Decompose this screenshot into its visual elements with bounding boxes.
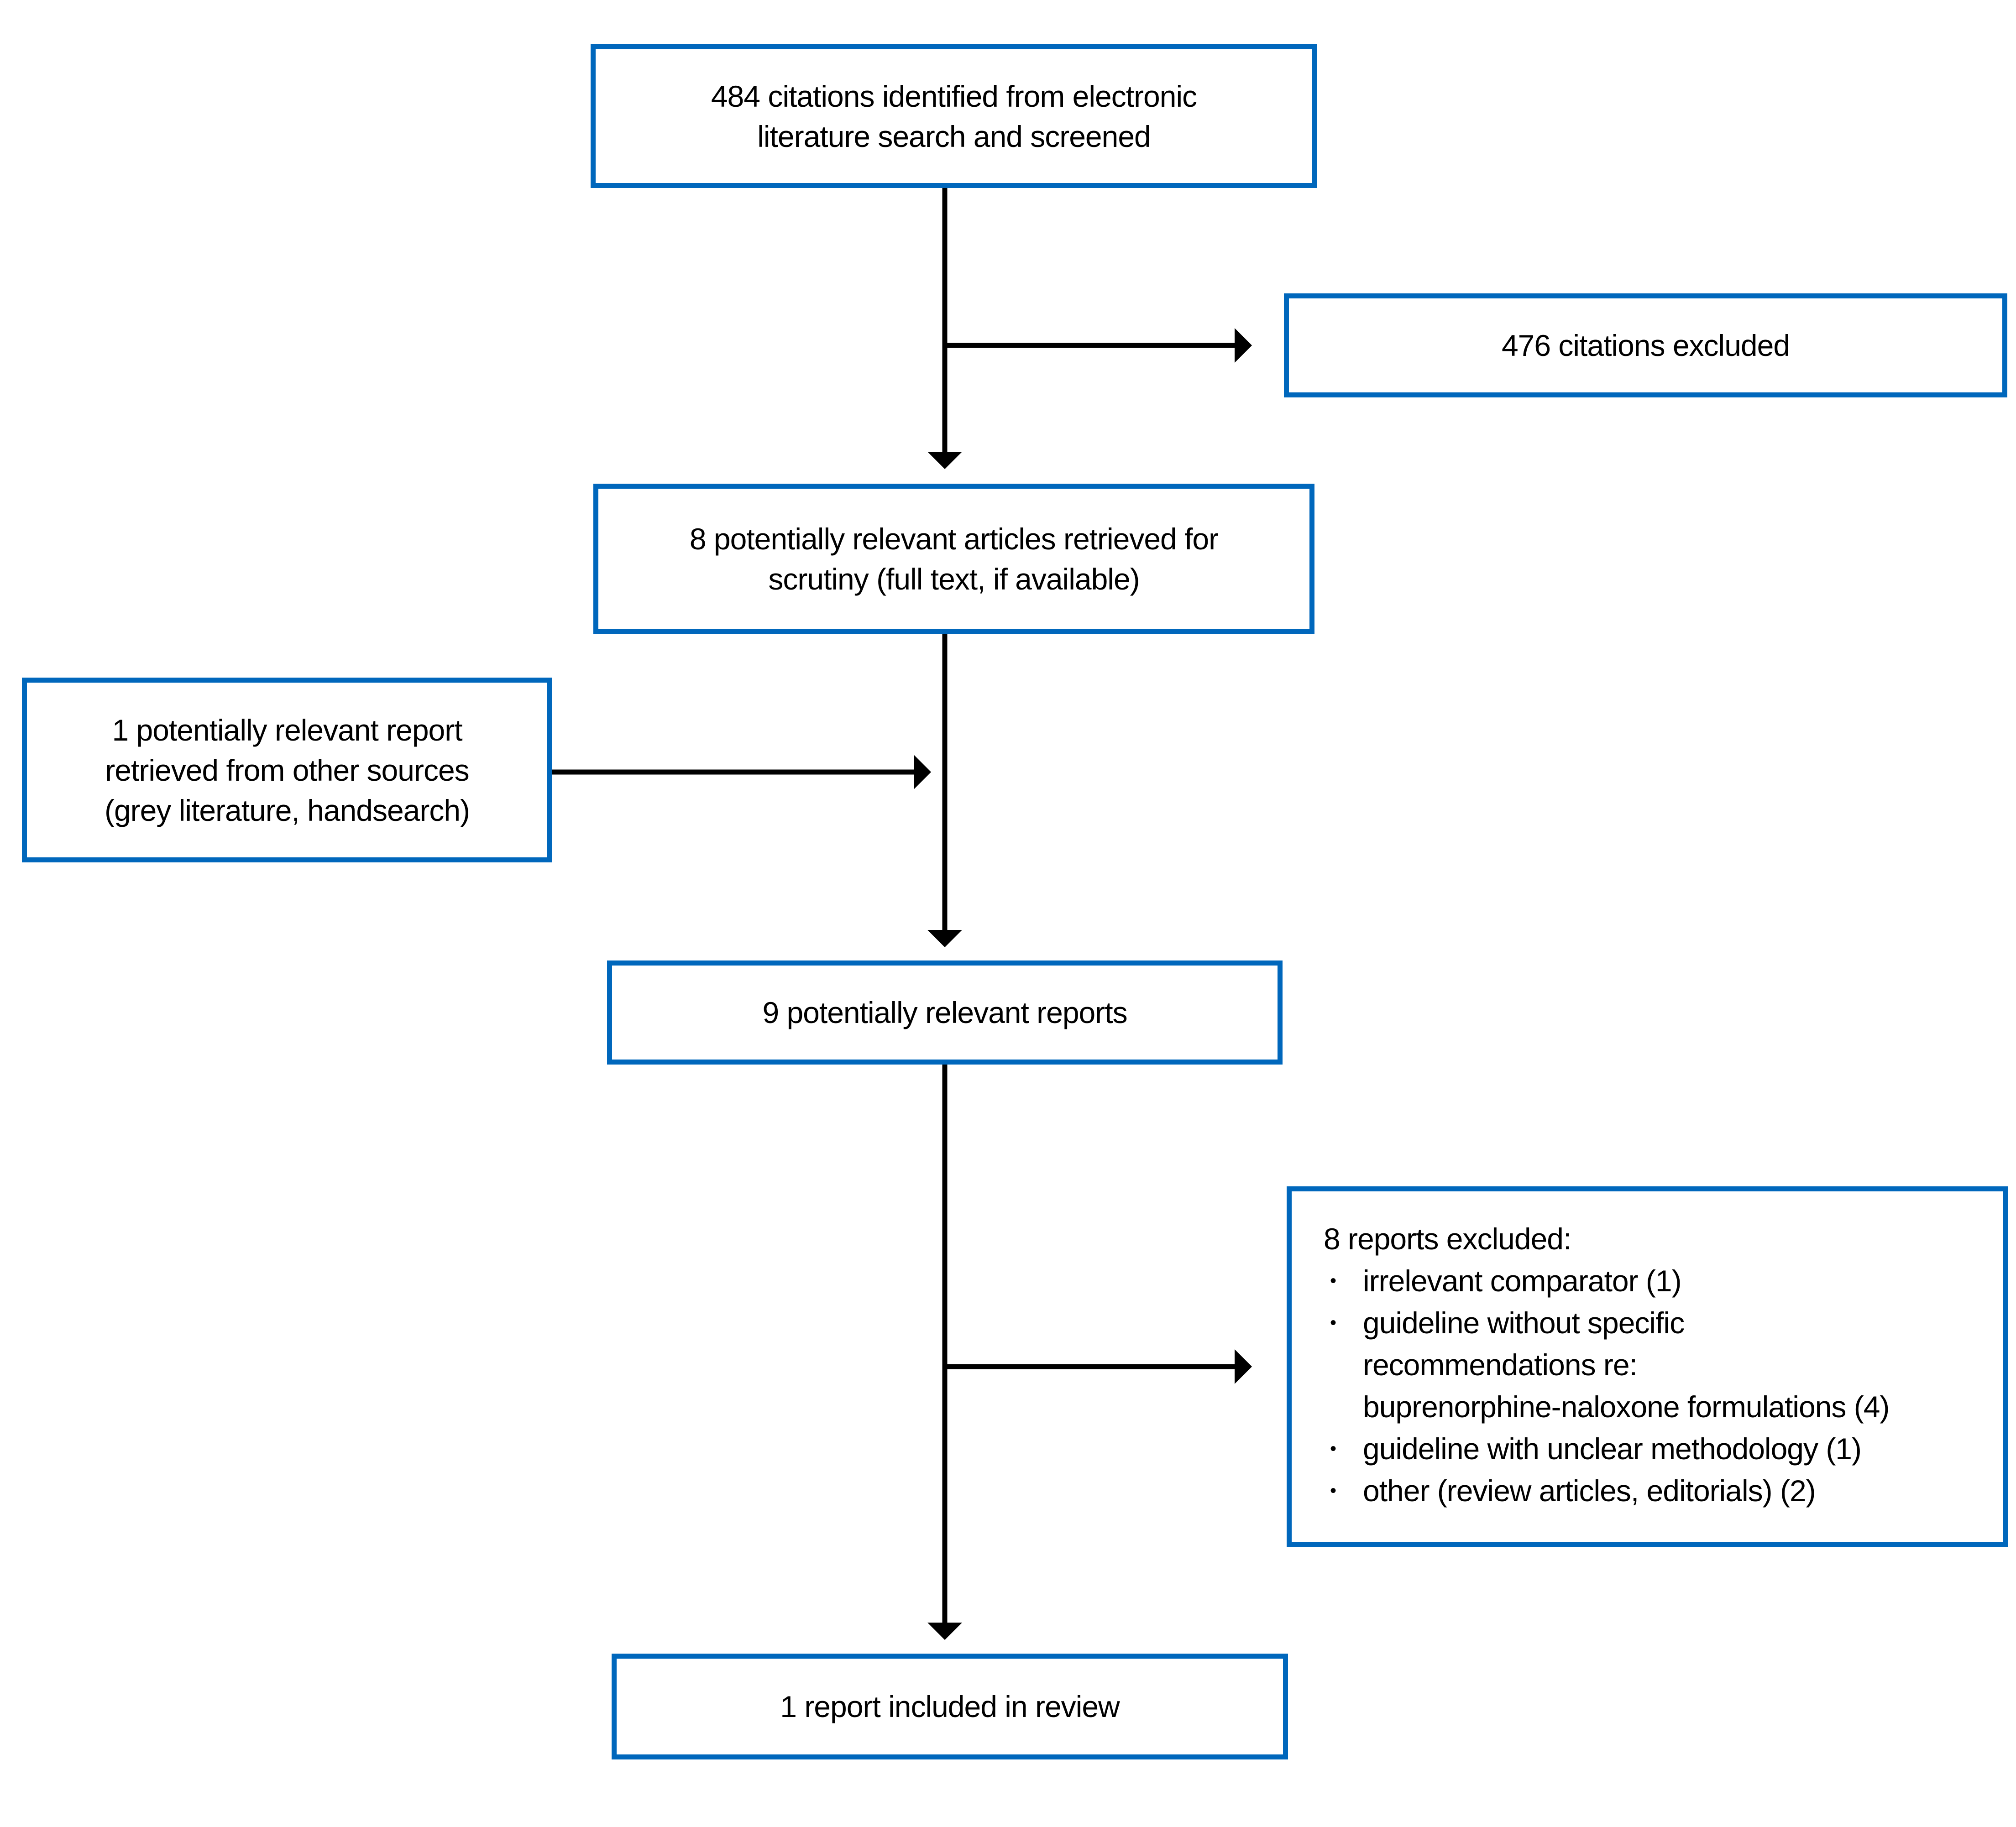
arrowhead-right-icon — [1235, 1349, 1252, 1384]
arrow-to-citations-excluded — [945, 328, 1252, 363]
arrowhead-right-icon — [914, 755, 931, 789]
box-included-in-review-text: 1 report included in review — [780, 1690, 1120, 1723]
box-articles-retrieved-text: 8 potentially relevant articles retrieve… — [689, 522, 1219, 596]
bullet-icon: • — [1330, 1481, 1337, 1501]
box-citations-excluded: 476 citations excluded — [1284, 293, 2007, 397]
arrow-identified-to-retrieved — [927, 188, 962, 469]
bullet-icon: • — [1330, 1439, 1337, 1459]
box-reports-excluded: 8 reports excluded: • irrelevant compara… — [1287, 1186, 2008, 1547]
excluded-reason-text: other (review articles, editorials) (2) — [1363, 1474, 1816, 1508]
box-articles-retrieved: 8 potentially relevant articles retrieve… — [593, 484, 1314, 634]
box-citations-identified: 484 citations identified from electronic… — [591, 44, 1317, 188]
bullet-icon: • — [1330, 1313, 1337, 1333]
excluded-reason-text: guideline with unclear methodology (1) — [1363, 1432, 1862, 1466]
arrow-relevant-to-included — [927, 1065, 962, 1640]
arrowhead-down-icon — [927, 1623, 962, 1640]
excluded-reason-text: irrelevant comparator (1) — [1363, 1264, 1682, 1298]
arrowhead-down-icon — [927, 452, 962, 469]
box-other-sources-text: 1 potentially relevant report retrieved … — [104, 713, 470, 827]
box-other-sources: 1 potentially relevant report retrieved … — [22, 678, 552, 862]
box-relevant-reports-text: 9 potentially relevant reports — [762, 996, 1127, 1029]
reports-excluded-title: 8 reports excluded: — [1324, 1222, 1571, 1256]
bullet-icon: • — [1330, 1271, 1337, 1291]
arrow-other-sources-to-flow — [552, 755, 931, 789]
excluded-reason-item: • guideline with unclear methodology (1) — [1324, 1428, 1985, 1470]
excluded-reason-item: • other (review articles, editorials) (2… — [1324, 1470, 1985, 1512]
excluded-reason-item: • guideline without specific recommendat… — [1324, 1302, 1985, 1428]
excluded-reason-text: guideline without specific recommendatio… — [1363, 1306, 1890, 1424]
box-relevant-reports: 9 potentially relevant reports — [607, 960, 1283, 1065]
arrowhead-right-icon — [1235, 328, 1252, 363]
excluded-reason-item: • irrelevant comparator (1) — [1324, 1260, 1985, 1302]
arrowhead-down-icon — [927, 930, 962, 947]
box-included-in-review: 1 report included in review — [612, 1654, 1288, 1759]
excluded-reasons-list: • irrelevant comparator (1) • guideline … — [1324, 1260, 1985, 1512]
arrow-to-reports-excluded — [945, 1349, 1252, 1384]
box-citations-excluded-text: 476 citations excluded — [1501, 329, 1790, 362]
box-citations-identified-text: 484 citations identified from electronic… — [711, 79, 1197, 153]
arrow-retrieved-to-relevant — [927, 634, 962, 947]
